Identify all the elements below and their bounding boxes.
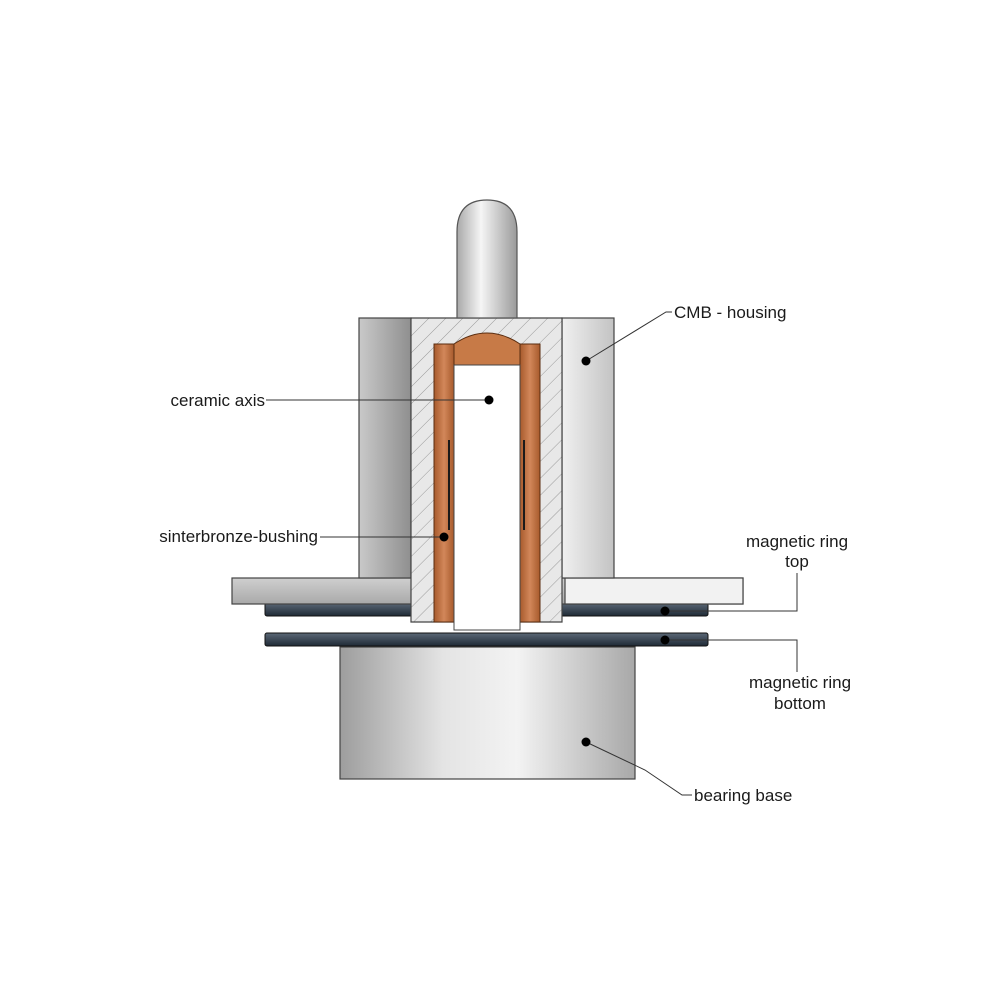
label-cmb-housing: CMB - housing [674,303,786,322]
label-sinterbronze-bushing: sinterbronze-bushing [159,527,318,546]
sinterbronze-bushing-part [433,343,541,623]
magnetic-ring-bottom-part [264,632,709,647]
label-magnetic-ring-bottom-line1: magnetic ring [749,673,851,692]
bearing-base-part [339,646,636,780]
label-magnetic-ring-top-line1: magnetic ring [746,532,848,551]
pin-top [456,199,518,319]
label-ceramic-axis: ceramic axis [171,391,265,410]
leader-dots [439,356,670,747]
cmb-housing-part [358,317,615,579]
leader-lines [266,311,798,796]
label-magnetic-ring-top-line2: top [785,552,809,571]
ceramic-axis-part [453,332,521,631]
label-magnetic-ring-bottom-line2: bottom [774,694,826,713]
label-bearing-base: bearing base [694,786,792,805]
labels: CMB - housing ceramic axis sinterbronze-… [159,303,851,805]
